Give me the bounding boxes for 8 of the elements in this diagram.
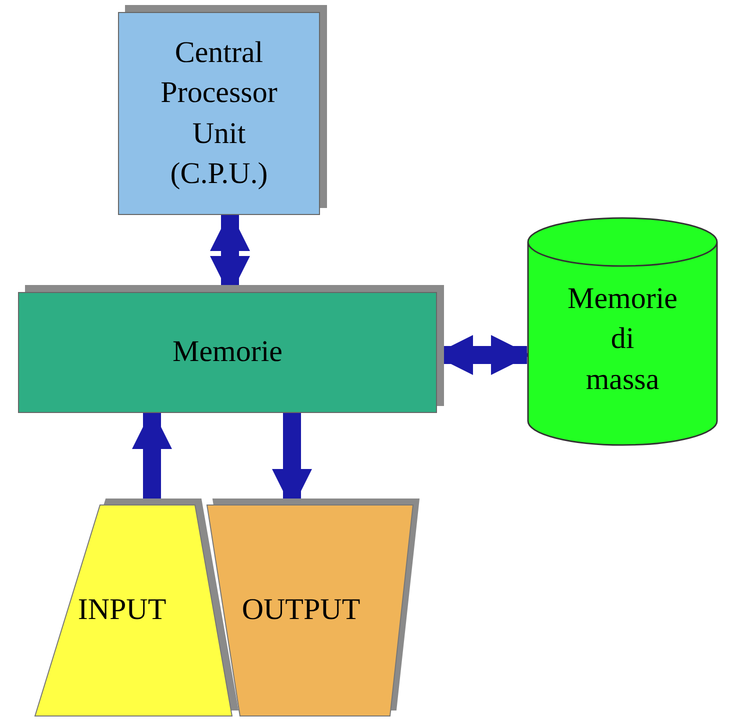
node-label: Memorie (172, 334, 282, 370)
output-trapezoid (207, 505, 413, 716)
input-trapezoid (35, 505, 233, 716)
node-label: Memorie di massa (568, 280, 678, 398)
storage-cylinder (527, 218, 718, 445)
node-label: Central Processor Unit (C.P.U.) (160, 34, 278, 192)
node-label: INPUT (78, 592, 166, 628)
node-label: OUTPUT (242, 592, 360, 628)
